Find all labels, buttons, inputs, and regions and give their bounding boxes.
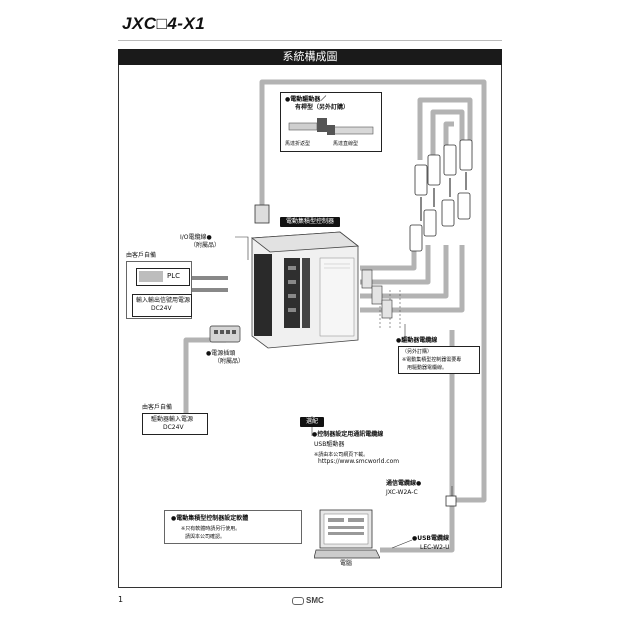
- power-plug-note: （附屬品）: [214, 358, 245, 365]
- brand-text: SMC: [306, 596, 324, 605]
- motor-side-label: 馬達折返型: [285, 141, 311, 147]
- controller-device: [250, 231, 360, 349]
- setting-software-note1: ※只有軟體時請另行使用。: [181, 526, 241, 532]
- computer-image: [314, 509, 380, 559]
- controller-label: 電動集積型控制器: [280, 217, 341, 227]
- setting-software-title: ●電動集積型控制器設定軟體: [171, 515, 249, 522]
- plc-label: PLC: [167, 272, 181, 280]
- setting-software-note2: 請與本公司確認。: [185, 534, 226, 540]
- actuator-image: [288, 118, 374, 135]
- page-title: JXC□4-X1: [122, 14, 206, 33]
- driver-power-label: 驅動器輸入電源: [151, 416, 194, 423]
- customer-left-box: [126, 261, 192, 319]
- driver-power-value: DC24V: [163, 424, 184, 431]
- comm-cable-title: 通信電纜線●: [386, 480, 422, 487]
- motor-straight-label: 馬達直線型: [333, 141, 359, 147]
- download-note: ※請由本公司網頁下載。: [314, 452, 369, 458]
- plc-box: PLC: [136, 268, 190, 286]
- power-plug-title: ●電源插頭: [206, 350, 236, 357]
- actuator-title: ●電動驅動器／: [285, 96, 327, 103]
- actuator-box: ●電動驅動器／ 有桿型（另外訂購） 馬達折返型 馬達直線型: [280, 92, 382, 152]
- comm-cable-path: [259, 79, 487, 503]
- setting-software-box: ●電動集積型控制器設定軟體 ※只有軟體時請另行使用。 請與本公司確認。: [164, 510, 302, 544]
- page-number: 1: [118, 595, 124, 604]
- actuator-cable-title: ●驅動器電纜線: [396, 337, 438, 344]
- brand-logo: SMC: [292, 596, 324, 605]
- io-cable-title: I/O電纜線●: [180, 234, 212, 241]
- smc-logo-icon: [292, 596, 304, 605]
- usb-cable-code: LEC-W2-U: [420, 544, 450, 551]
- setup-cable-title: ●控制器設定用通訊電纜線: [312, 431, 384, 438]
- actuator-cable-note2: ※電動集積型控制器需要專: [402, 357, 462, 363]
- io-power-box: 輸入輸出信號用電源 DC24V: [132, 294, 192, 317]
- io-cable-note: （附屬品）: [190, 242, 221, 249]
- io-power-value: DC24V: [151, 305, 172, 312]
- actuator-cable-box: （另外訂購） ※電動集積型控制器需要專 用驅動器電纜線。: [398, 346, 480, 374]
- usb-cable-title: ●USB電纜線: [412, 535, 450, 542]
- usb-driver-label: USB驅動器: [314, 441, 345, 448]
- computer-label: 電腦: [340, 560, 353, 567]
- customer-bottom-label: 由客戶自備: [142, 404, 173, 411]
- io-power-label: 輸入輸出信號用電源: [136, 297, 191, 304]
- plc-image: [139, 271, 163, 282]
- power-plug-image: [209, 325, 241, 343]
- options-badge: 選配: [300, 417, 325, 427]
- comm-cable-code: JXC-W2A-C: [386, 489, 418, 496]
- diagram-frame: [118, 65, 502, 588]
- section-banner: 系統構成圖: [118, 49, 502, 65]
- title-divider: [118, 40, 502, 41]
- driver-power-box: 驅動器輸入電源 DC24V: [142, 413, 208, 435]
- actuator-cable-note3: 用驅動器電纜線。: [407, 365, 448, 371]
- customer-left-label: 由客戶自備: [126, 252, 157, 259]
- actuator-subtitle: 有桿型（另外訂購）: [295, 104, 350, 111]
- smc-url[interactable]: https://www.smcworld.com: [318, 458, 400, 465]
- actuator-cable-note1: （另外訂購）: [402, 349, 433, 355]
